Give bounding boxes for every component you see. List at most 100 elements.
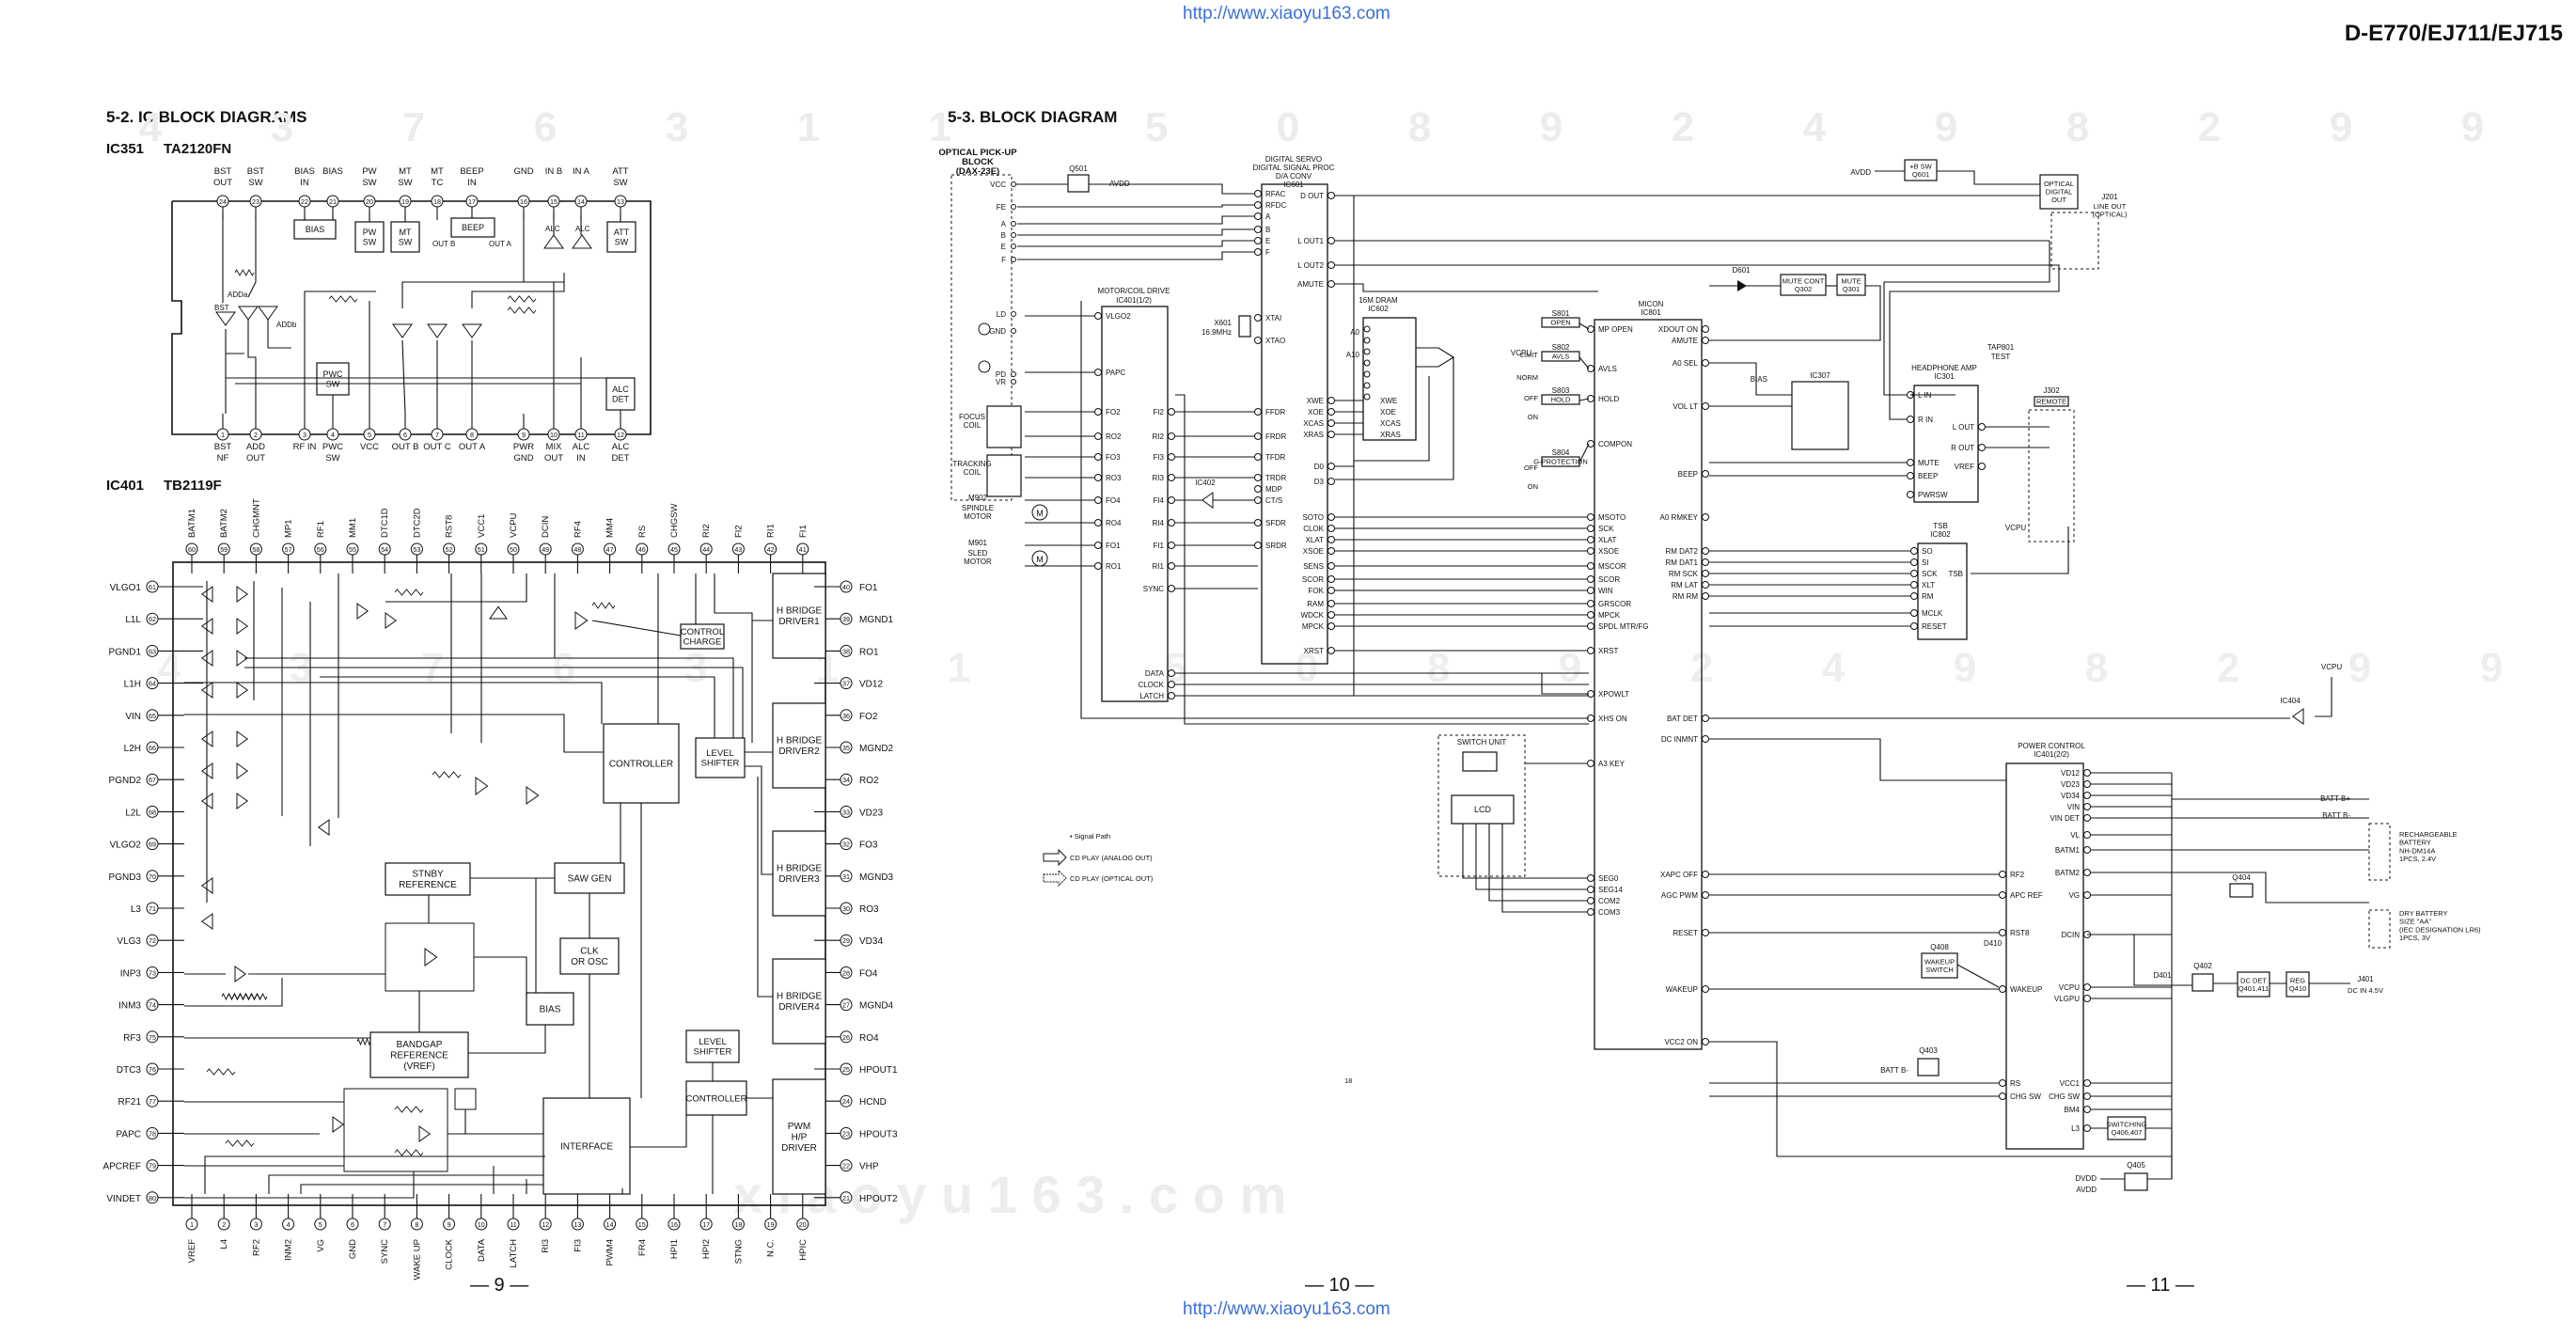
ic401-bottom-pin-label: FI3 <box>573 1239 583 1252</box>
ic401-right-pin-number: 38 <box>842 647 850 655</box>
dsp-left-pin <box>1254 519 1262 526</box>
optical-pin <box>1011 181 1016 187</box>
ic401-right-pin-label: FO4 <box>859 968 878 979</box>
reg-block-box <box>2285 971 2310 998</box>
watermark-digit: 2 <box>1672 104 1694 150</box>
legend-arrow-optical-icon <box>1043 869 1067 888</box>
mcu-title: IC801 <box>1641 308 1661 317</box>
ic401-top-pin-number: 55 <box>349 545 356 554</box>
mcu-left-pin <box>1587 325 1594 333</box>
ic401-top-pin-number: 45 <box>670 545 678 554</box>
ic401-right-pin-label: HCND <box>859 1097 887 1108</box>
power-control-title: IC401(2/2) <box>2034 750 2069 759</box>
ic401-bottom-pin-number: 8 <box>415 1220 418 1229</box>
motor-drive-right-pin <box>1168 562 1175 570</box>
watermark-digit: 4 <box>1822 645 1846 691</box>
ic401-top-pin-number: 52 <box>446 545 453 554</box>
ic401-right-pin-label: FO2 <box>859 712 878 722</box>
ic401-bottom-pin-label: HPIC <box>798 1239 809 1261</box>
dram-pin <box>1363 325 1371 333</box>
mcu-left-pin <box>1587 547 1594 555</box>
page-mark-label: 18 <box>1344 1076 1352 1085</box>
optical-pin <box>1011 244 1016 249</box>
ic401-left-pin-label: PAPC <box>117 1129 142 1139</box>
ic401-wire <box>244 667 744 738</box>
motor-drive-bottom-label: LATCH <box>1139 692 1164 700</box>
watermark-digit: 2 <box>2217 645 2239 691</box>
ic401-left-pin-label: L2L <box>125 808 141 818</box>
amute2-wire <box>1709 285 1881 341</box>
dsp-right-label: D OUT <box>1300 192 1324 200</box>
ic401-top-pin-label: RF1 <box>316 521 326 538</box>
tsb-vcpu-label: VCPU <box>2005 524 2026 532</box>
ic351-resistor <box>328 295 358 303</box>
dsp-left-label: CT/S <box>1265 496 1282 505</box>
ic401-top-pin-label: CHGSW <box>669 504 680 538</box>
mcu-right-label: XDOUT ON <box>1658 325 1698 334</box>
power-left-label: RF2 <box>2010 871 2025 879</box>
legend-title: • Signal Path <box>1070 832 1110 841</box>
power-right-pin <box>2083 1106 2091 1113</box>
hpamp-pin-label: PWRSW <box>1918 491 1948 499</box>
hpamp-title: IC301 <box>1934 372 1955 381</box>
xhs-wire <box>1080 301 1589 719</box>
rf-signal-wire <box>1017 204 1254 208</box>
ic401-l2-amp <box>236 731 249 747</box>
ic401-wire <box>300 1184 543 1194</box>
hpamp-out-label: R OUT <box>1951 444 1974 452</box>
dsp-left-label: XTAO <box>1265 337 1285 345</box>
ic307-bias-label: BIAS <box>1751 375 1767 384</box>
motor-drive-left-pin <box>1094 474 1102 481</box>
tsb-title: IC802 <box>1930 530 1951 539</box>
url-top[interactable]: http://www.xiaoyu163.com <box>1183 4 1390 24</box>
optical-pickup-title: OPTICAL PICK-UP <box>938 148 1017 158</box>
dsp-left-label: F <box>1265 248 1270 257</box>
dsp-left-pin <box>1254 432 1262 440</box>
ic401-wire <box>268 1174 543 1194</box>
ic351-top-pin-label: GND <box>513 166 533 177</box>
ic401-diagram: 60BATM159BATM258CHGMNT57MP156RF155MM154D… <box>102 498 898 1280</box>
page-number-9: — 9 — <box>470 1275 529 1296</box>
avls-norm-label: NORM <box>1516 373 1538 382</box>
ic307-ref: IC307 <box>1810 371 1830 380</box>
dram-pin <box>1363 393 1371 401</box>
power-right-label: VG <box>2068 891 2080 900</box>
ic401-resistor <box>206 1068 236 1076</box>
dram-pin-label: XCAS <box>1380 419 1401 428</box>
ic351-top-pin-number: 15 <box>550 197 558 206</box>
ic401-top-pin-number: 54 <box>381 545 388 554</box>
power-left-pin <box>1999 1079 2006 1087</box>
legend-analog-label: CD PLAY (ANALOG OUT) <box>1070 854 1153 862</box>
switch-ref: S803 <box>1552 386 1570 395</box>
ic401-right-pin-label: HPOUT3 <box>859 1129 898 1139</box>
mcu-left-label: A3 KEY <box>1598 760 1626 768</box>
ic401-resistor <box>394 1149 424 1156</box>
mcu-left-label: SEG14 <box>1598 886 1623 894</box>
ic401-top-pin-label: FI2 <box>733 525 744 538</box>
d601-label: D601 <box>1732 266 1751 275</box>
ic351-wire <box>471 273 565 308</box>
mcu-left-pin <box>1587 575 1594 583</box>
mcu-right-label: XAPC OFF <box>1660 871 1698 879</box>
optical-pin <box>1011 232 1016 238</box>
ic401-top-pin-number: 51 <box>478 545 485 554</box>
ic401-top-pin-number: 49 <box>542 545 549 554</box>
avdd2-label: AVDD <box>2076 1186 2097 1194</box>
ic401-controller-2-box <box>685 1080 747 1116</box>
ic351-top-pin-label: BIAS <box>294 166 315 177</box>
page-number-10: — 10 — <box>1305 1275 1374 1296</box>
ic401-right-pin-label: MGND3 <box>859 872 894 883</box>
rf-signal-wire <box>1017 251 1254 260</box>
motor-drive-left-pin <box>1094 312 1102 320</box>
ic401-bottom-pin-label: INM2 <box>284 1239 294 1261</box>
watermark-digit: 8 <box>2085 645 2108 691</box>
url-bottom[interactable]: http://www.xiaoyu163.com <box>1183 1299 1390 1319</box>
